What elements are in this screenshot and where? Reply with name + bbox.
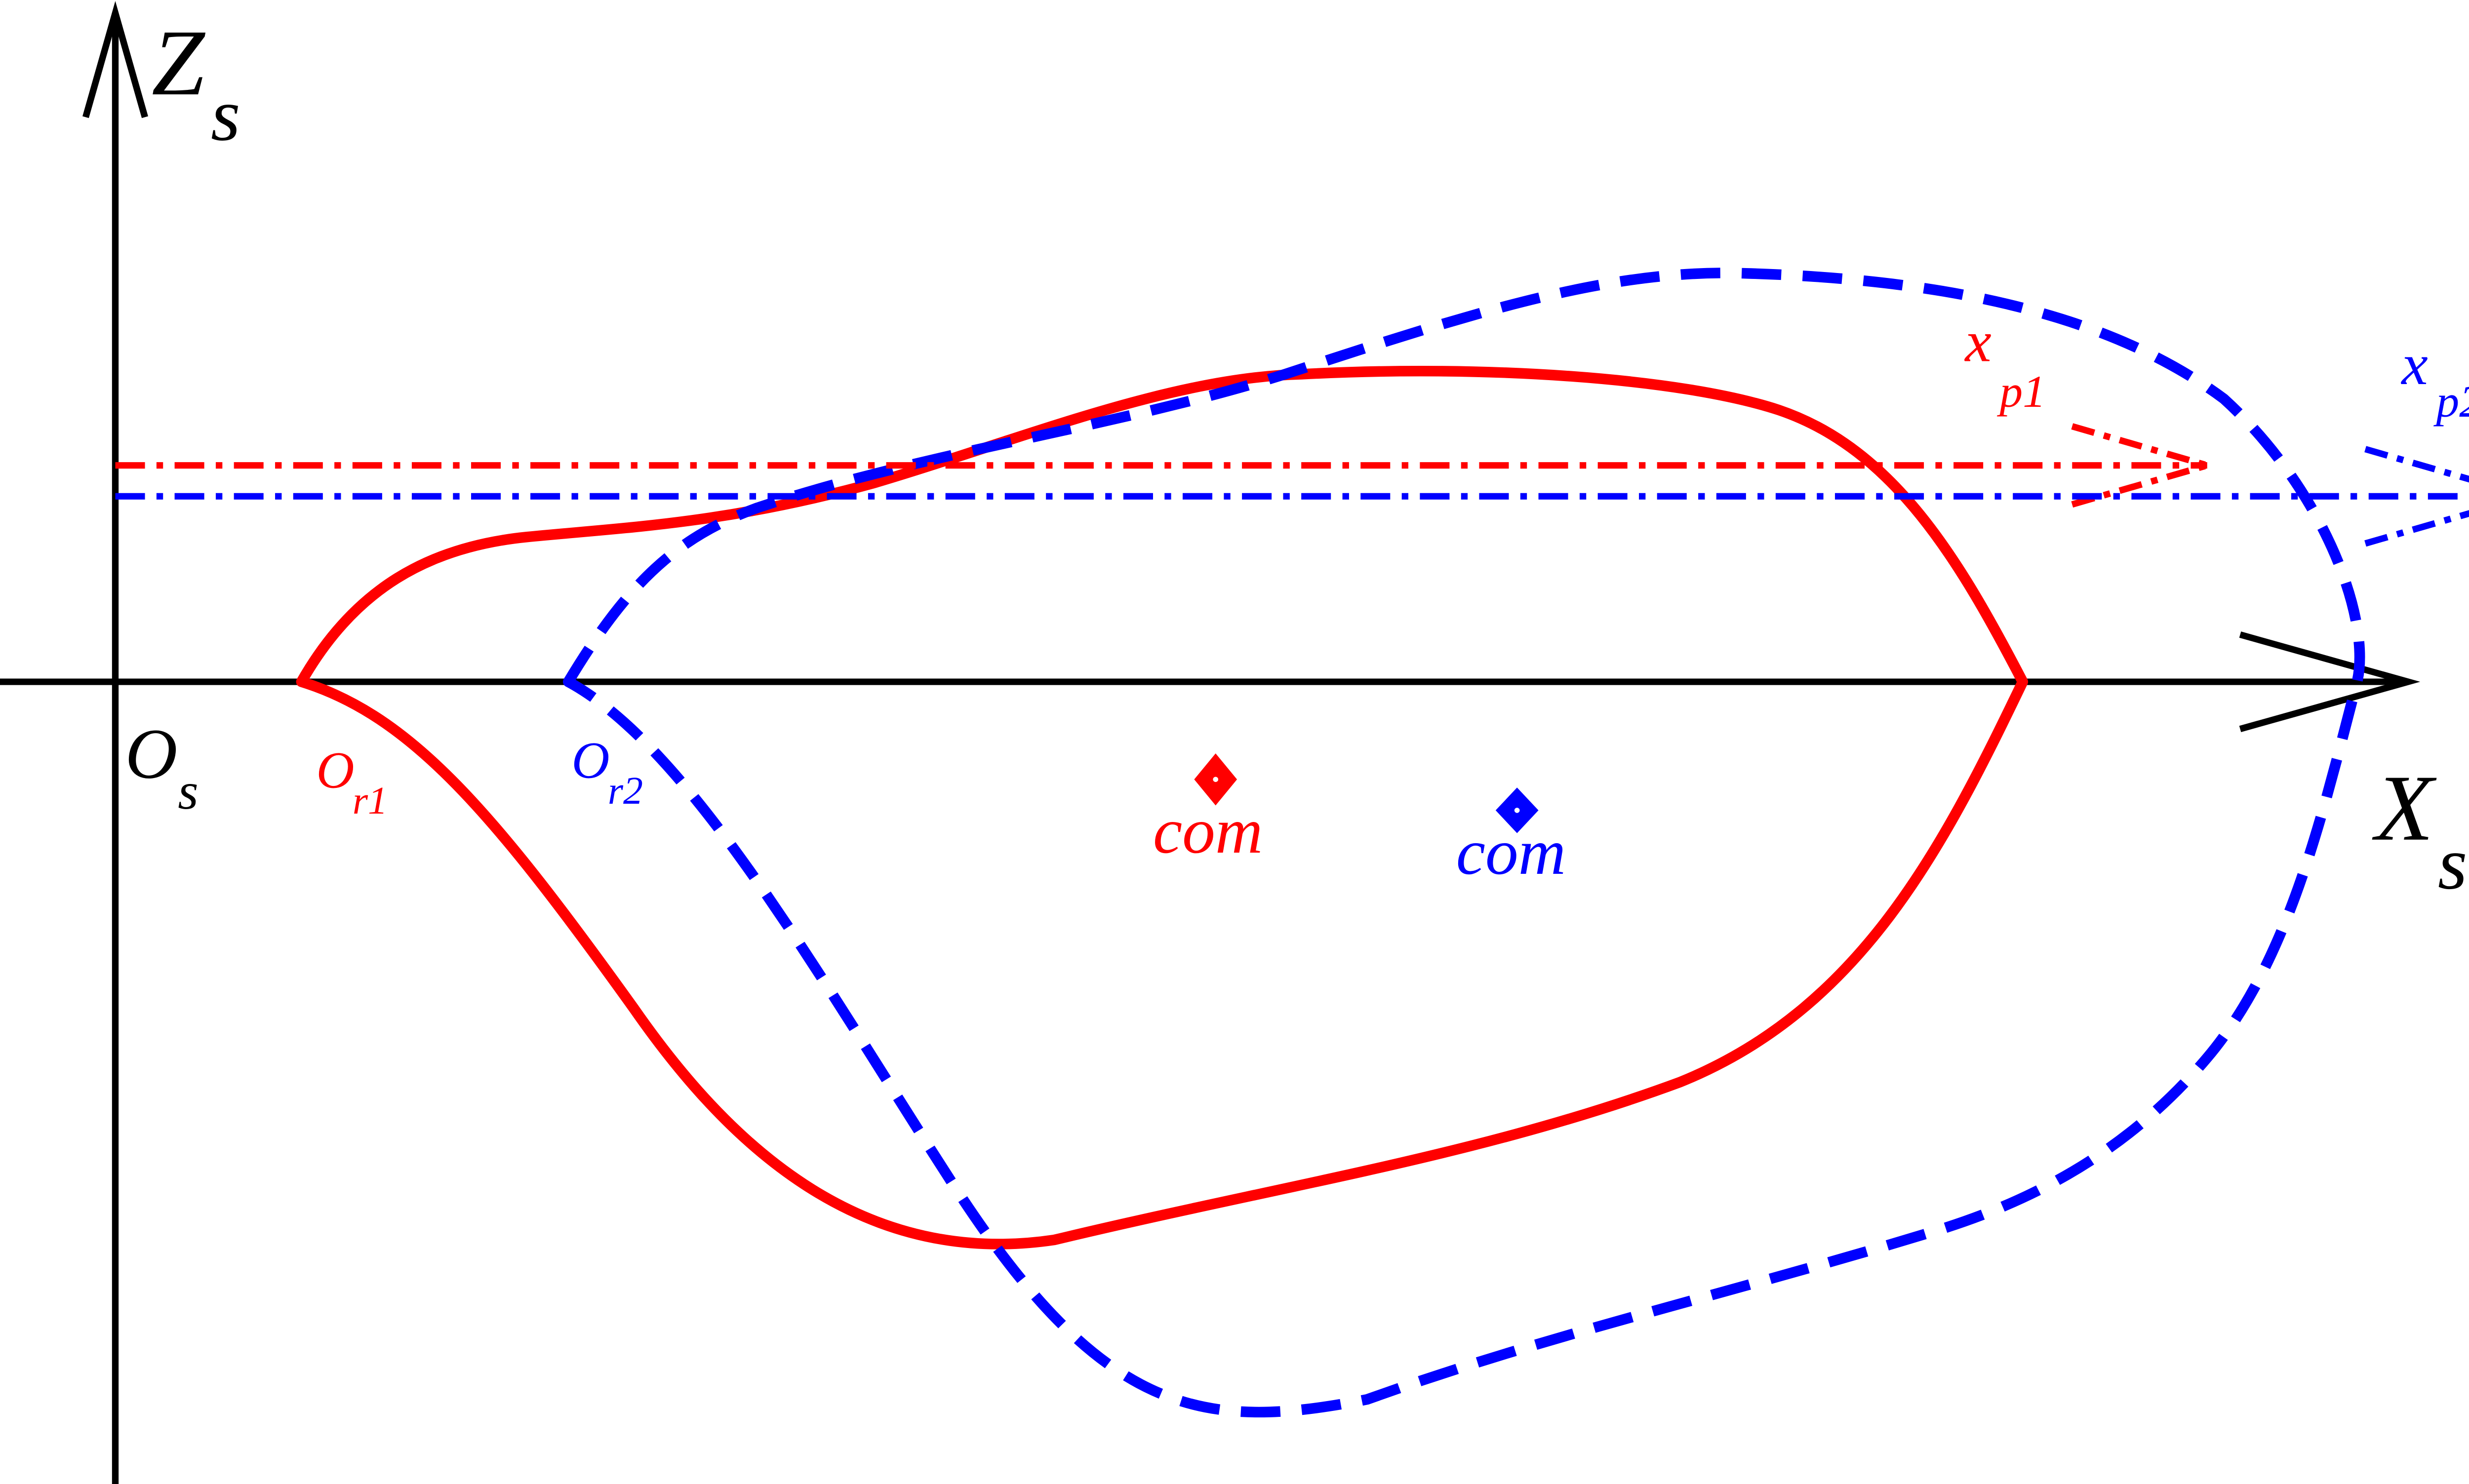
shape-1-centroid-label: com [1153, 795, 1263, 867]
shape-1-centroid-marker [1194, 753, 1237, 806]
shape-2-contour [562, 268, 2365, 1418]
shape-1-axis-arrow-lower [2071, 462, 2208, 508]
shape-2-axis-label-subscript: p2 [2433, 376, 2469, 427]
shape-2-axis-arrow-upper [2364, 446, 2469, 483]
shape-1-axis-label: x [1964, 309, 1991, 374]
origin-label: O [125, 714, 178, 793]
z-axis-label-subscript: s [211, 73, 240, 156]
shape-2-axis-arrow-lower [2364, 510, 2469, 547]
x-axis-arrowhead [2239, 631, 2421, 732]
shape-1-contour [296, 365, 2029, 1250]
x-axis-label-subscript: s [2438, 821, 2468, 904]
x-axis-label: X [2372, 756, 2437, 860]
origin-label-subscript: s [178, 762, 199, 820]
z-axis-label: Z [152, 10, 206, 115]
shape-1-origin-label: O [316, 741, 354, 799]
shape-2-origin-label: O [571, 731, 609, 789]
shape-1-origin-label-subscript: r1 [353, 779, 388, 822]
shape-1-axis-label-subscript: p1 [1997, 367, 2046, 417]
shape-1-axis-arrow-upper [2071, 423, 2208, 469]
shape-2-axis-label: x [2400, 332, 2428, 397]
shape-2-centroid-label: com [1456, 816, 1566, 888]
shape-2-centroid-marker [1495, 787, 1539, 833]
z-axis-arrowhead [82, 1, 148, 118]
axes [0, 1, 2421, 1484]
shape-2-origin-label-subscript: r2 [608, 770, 643, 813]
